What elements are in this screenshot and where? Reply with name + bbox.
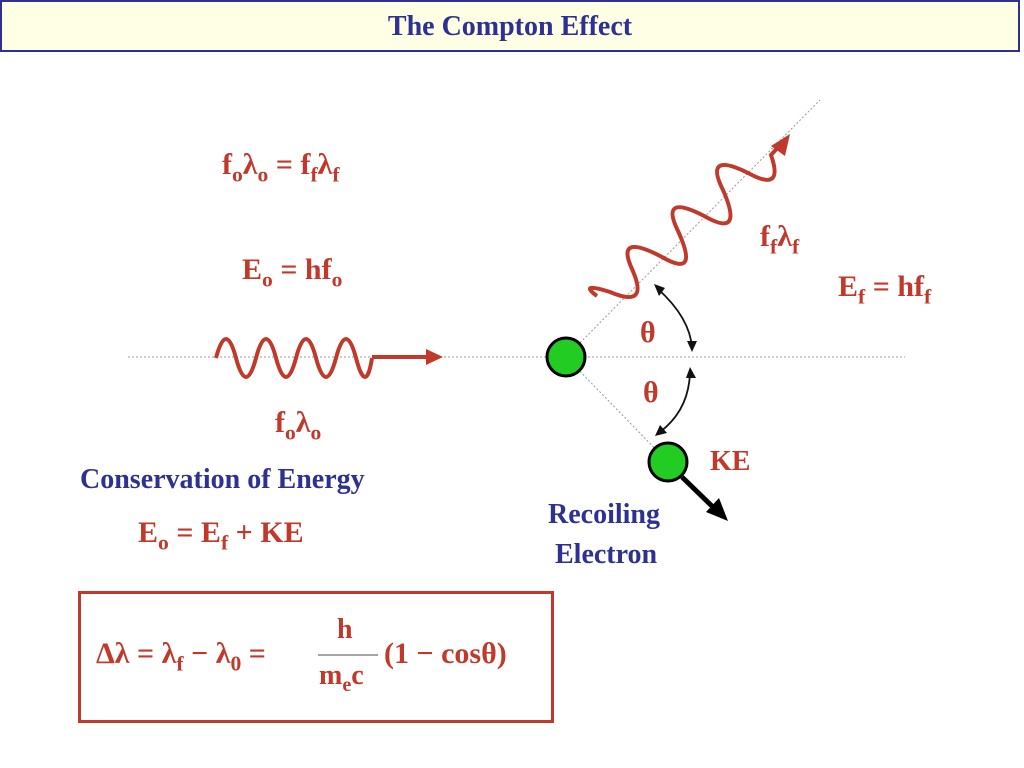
arc-arrowhead-end [655, 425, 667, 436]
recoil-label-line1: Recoiling [548, 499, 660, 530]
formula-denominator: mec [319, 660, 364, 697]
kinetic-energy-label: KE [710, 446, 751, 477]
scattered-wave-line [587, 141, 784, 299]
recoiling-electron [647, 441, 689, 483]
compton-formula-left: Δλ = λf − λ0 = [96, 637, 266, 676]
arc-arrowhead-up [654, 284, 665, 296]
compton-formula-box [78, 591, 554, 723]
conservation-heading: Conservation of Energy [80, 464, 365, 495]
arc-arrowhead-down2 [686, 367, 696, 378]
slide-title: The Compton Effect [387, 11, 633, 42]
scattered-wave [594, 72, 730, 301]
angle-arc-lower [659, 371, 691, 433]
formula-paren-expression: (1 − cosθ) [384, 637, 507, 670]
recoil-arrowhead [706, 498, 728, 521]
theta-upper-label: θ [640, 316, 656, 349]
eq-final-energy: Ef = hff [838, 270, 932, 309]
electron-target [545, 336, 587, 378]
scattered-photon-label: ffλf [760, 220, 800, 259]
incident-wave [214, 337, 374, 379]
theta-lower-label: θ [643, 376, 659, 409]
eq-frequency-wavelength: foλo = ffλf [222, 148, 340, 187]
eq-energy-conservation: Eo = Ef + KE [138, 516, 304, 555]
eq-initial-energy: Eo = hfo [242, 253, 343, 292]
recoil-label-line2: Electron [555, 539, 658, 570]
title-bar: The Compton Effect [0, 0, 1020, 52]
formula-numerator: h [337, 614, 353, 645]
incident-arrowhead [426, 349, 443, 365]
arc-arrowhead-down1 [687, 341, 697, 352]
scattered-arrowhead [771, 134, 790, 156]
angle-arc-upper [657, 288, 693, 349]
recoil-arrow-shaft [680, 475, 717, 511]
recoil-direction-line [565, 356, 669, 463]
incident-photon-label: foλo [275, 406, 322, 445]
